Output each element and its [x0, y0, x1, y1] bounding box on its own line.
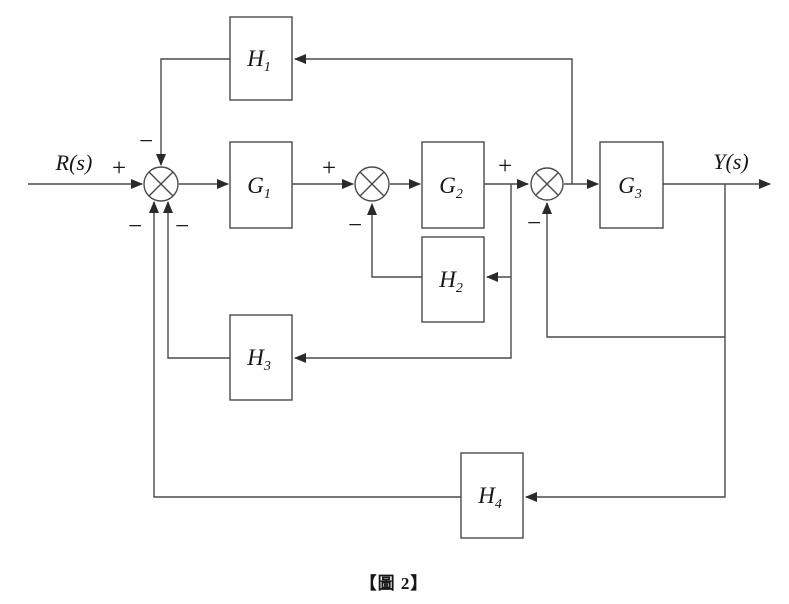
block-h3-label: H3: [246, 345, 271, 374]
block-h2: H2: [421, 236, 485, 323]
block-g1: G1: [229, 141, 293, 229]
sj1-minus-bottom-left-sign: −: [128, 213, 142, 240]
sj1-plus-sign: +: [112, 155, 126, 182]
line-tap-g2-to-h3: [294, 184, 512, 363]
block-h1-label: H1: [246, 46, 271, 75]
line-tap-to-sj3: [542, 202, 725, 338]
sj2-minus-sign: −: [348, 212, 362, 239]
block-h3: H3: [229, 314, 293, 401]
summing-junctions: [143, 166, 564, 202]
block-h2-label: H2: [438, 267, 463, 296]
sj1-minus-bottom-right-sign: −: [175, 213, 189, 240]
sj3-minus-sign: −: [527, 210, 541, 237]
line-h2-to-sj2: [367, 203, 422, 278]
block-g2-label: G2: [439, 173, 463, 202]
block-g3-label: G3: [618, 173, 642, 202]
summing-junction-1: [143, 166, 179, 202]
sj2-plus-sign: +: [322, 155, 336, 182]
line-h1-to-sj1: [156, 58, 230, 166]
block-g3: G3: [599, 141, 664, 229]
input-signal-label: R(s): [55, 150, 93, 175]
block-h4-label: H4: [477, 483, 502, 512]
transfer-blocks: H1 G1 G2 G3 H2 H3 H4: [229, 16, 664, 539]
summing-junction-2: [354, 166, 390, 202]
block-h1: H1: [229, 16, 293, 101]
block-g1-label: G1: [247, 173, 271, 202]
sj3-plus-sign: +: [498, 153, 512, 180]
signal-lines: [28, 54, 771, 502]
block-g2: G2: [421, 141, 485, 229]
line-h4-to-sj1: [149, 201, 461, 498]
diagram-labels: R(s) Y(s) + − − − + − + − 【圖 2】: [55, 128, 749, 593]
block-h4: H4: [460, 452, 524, 539]
sj1-minus-top-sign: −: [139, 128, 153, 155]
line-output-tap-to-h4: [525, 184, 726, 502]
line-tap-to-h1: [294, 54, 573, 184]
line-h3-to-sj1: [163, 201, 230, 359]
summing-junction-3: [530, 167, 564, 201]
output-signal-label: Y(s): [713, 149, 748, 174]
figure-caption: 【圖 2】: [360, 573, 429, 593]
